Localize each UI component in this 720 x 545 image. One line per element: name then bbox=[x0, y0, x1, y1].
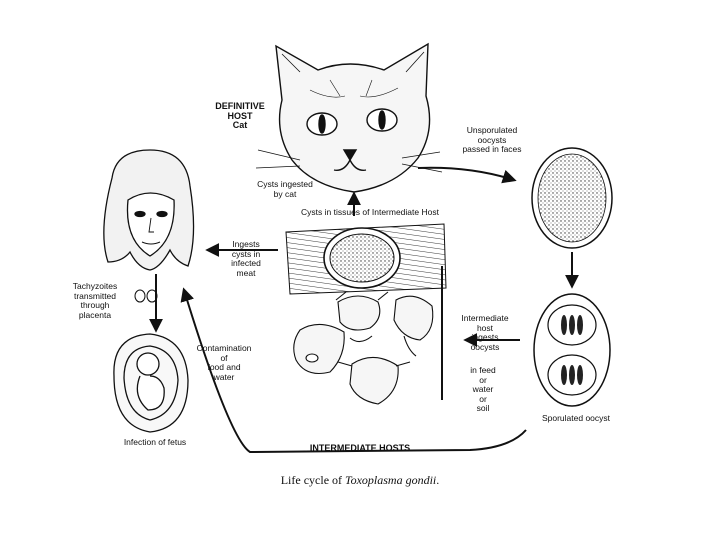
figure-caption: Life cycle of Toxoplasma gondii. bbox=[0, 473, 720, 488]
tissue-cyst-illustration bbox=[285, 223, 447, 295]
cat-head-illustration bbox=[255, 42, 443, 193]
caption-suffix: . bbox=[436, 473, 440, 487]
fetus-illustration bbox=[113, 333, 189, 433]
unsporulated-oocysts-label: Unsporulated oocysts passed in faces bbox=[462, 125, 522, 154]
infection-of-fetus-label: Infection of fetus bbox=[123, 437, 187, 447]
caption-species: Toxoplasma gondii bbox=[345, 473, 437, 487]
human-head-illustration bbox=[103, 149, 195, 271]
unsporulated-oocyst-illustration bbox=[531, 147, 613, 249]
placenta-icon bbox=[134, 289, 158, 303]
contamination-label: Contamination of food and water bbox=[196, 343, 252, 382]
tachyzoites-label: Tachyzoites transmitted through placenta bbox=[72, 281, 118, 320]
intermediate-host-ingests-label: Intermediate host ingests oocysts bbox=[461, 313, 509, 352]
in-feed-label: in feed or water or soil bbox=[470, 365, 496, 413]
sporulated-oocyst-illustration bbox=[533, 293, 611, 407]
cycle-arrows bbox=[149, 166, 579, 454]
caption-prefix: Life cycle of bbox=[280, 473, 346, 487]
intermediate-hosts-label: INTERMEDIATE HOSTS bbox=[309, 443, 411, 453]
definitive-host-label: DEFINITIVE HOST Cat bbox=[215, 101, 265, 130]
sporulated-oocyst-label: Sporulated oocyst bbox=[541, 413, 611, 423]
ingests-cysts-label: Ingests cysts in infected meat bbox=[231, 239, 261, 278]
cysts-in-tissues-label: Cysts in tissues of Intermediate Host bbox=[301, 207, 439, 217]
cysts-ingested-label: Cysts ingested by cat bbox=[257, 179, 313, 199]
intermediate-hosts-illustration bbox=[293, 291, 434, 405]
